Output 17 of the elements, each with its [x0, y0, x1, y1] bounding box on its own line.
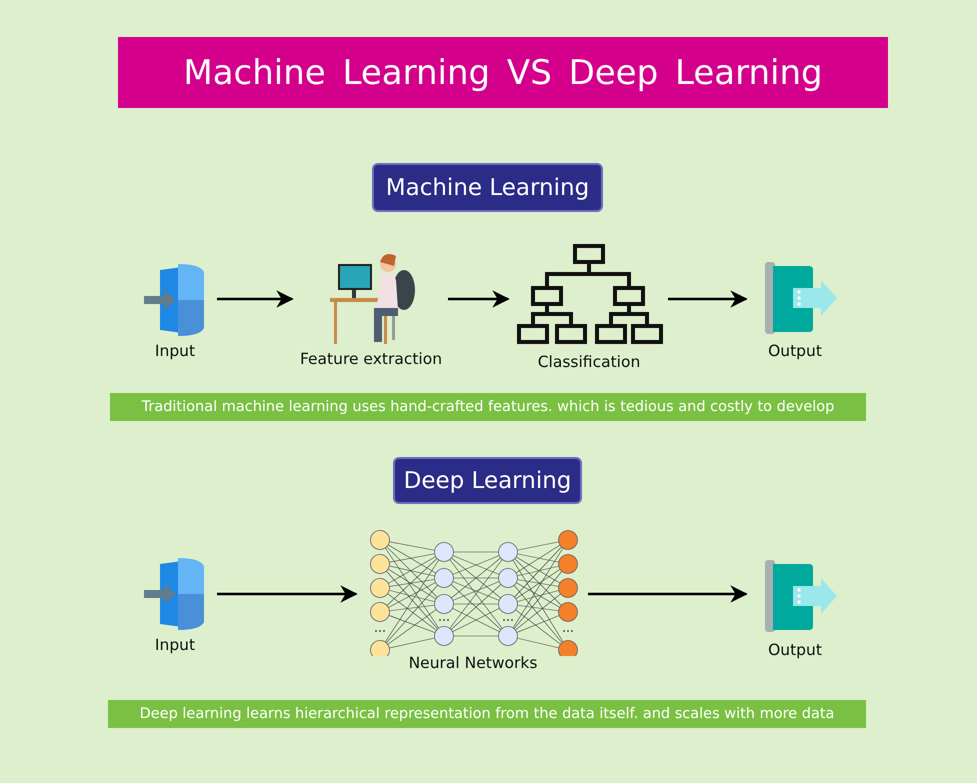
summary-banner: Traditional machine learning uses hand-crafted features. which is tedious and costly to develop	[110, 393, 866, 421]
arrow	[668, 290, 748, 308]
section-heading: Deep Learning	[393, 457, 582, 504]
arrow	[217, 290, 294, 308]
step-label: Feature extraction	[298, 350, 444, 368]
title-banner: Machine Learning VS Deep Learning	[118, 37, 888, 108]
arrow	[217, 585, 358, 603]
step-label: Input	[154, 342, 196, 360]
step-label: Neural Networks	[408, 654, 538, 672]
arrow	[448, 290, 510, 308]
step-label: Classification	[536, 353, 642, 371]
step-label: Output	[767, 641, 823, 659]
step-label: Input	[154, 636, 196, 654]
section-heading: Machine Learning	[372, 163, 603, 212]
summary-banner: Deep learning learns hierarchical representation from the data itself. and scales with more data	[108, 700, 866, 728]
step-label: Output	[767, 342, 823, 360]
arrow	[588, 585, 748, 603]
